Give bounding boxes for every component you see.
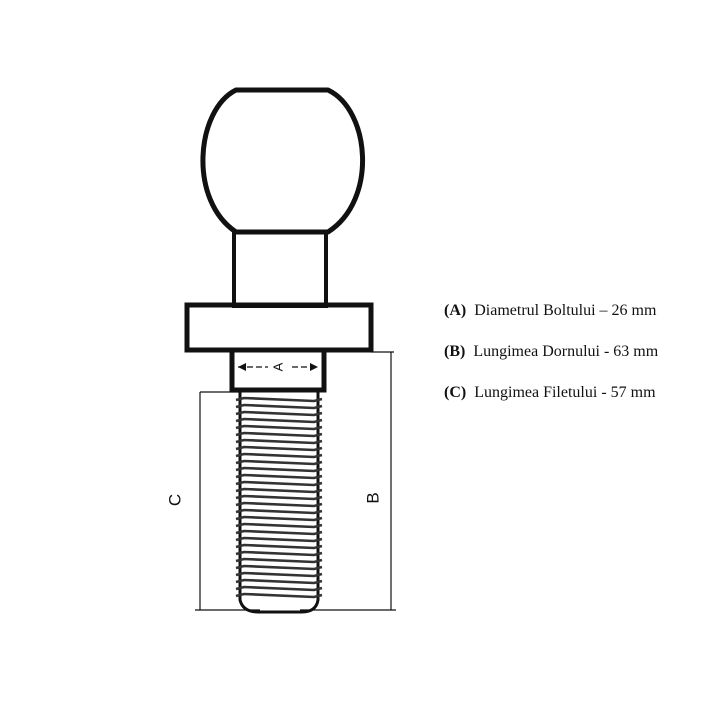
thread-ridge [235, 550, 323, 557]
ball-head [200, 87, 366, 235]
thread-ridge [235, 452, 323, 459]
neck [232, 230, 328, 308]
legend-key-c: (C) [444, 384, 467, 401]
thread-ridge [235, 480, 323, 487]
thread-ridge [235, 564, 323, 571]
thread-ridge [235, 396, 323, 403]
legend-key-b: (B) [444, 343, 466, 360]
legend-text-c: Lungimea Filetului - 57 mm [474, 384, 656, 401]
thread-ridge [235, 473, 323, 480]
thread-ridge [235, 522, 323, 529]
thread-ridge [235, 410, 323, 417]
thread-ridge [235, 515, 323, 522]
thread-ridge [235, 585, 323, 592]
thread-ridge [235, 438, 323, 445]
thread-ridge [235, 466, 323, 473]
thread-ridge [235, 536, 323, 543]
thread-ridge [235, 592, 323, 599]
thread-ridge [235, 431, 323, 438]
thread-ridge [235, 417, 323, 424]
legend-text-a: Diametrul Boltului – 26 mm [474, 302, 657, 319]
thread-ridge [235, 501, 323, 508]
thread-ridge [235, 571, 323, 578]
dimension-a [238, 358, 318, 376]
thread-ridge [235, 557, 323, 564]
thread-ridge [235, 529, 323, 536]
thread-ridge [235, 445, 323, 452]
dimension-c-label: C [165, 494, 184, 506]
legend-item-a: (A) Diametrul Boltului – 26 mm [444, 300, 658, 321]
legend-key-a: (A) [444, 302, 467, 319]
thread-ridge [235, 403, 323, 410]
thread-ridge [235, 424, 323, 431]
collar-flange [184, 302, 374, 353]
shank [229, 347, 327, 393]
thread-ridge [235, 578, 323, 585]
dimension-a-label: A [270, 362, 285, 371]
thread-ridge [235, 543, 323, 550]
legend: (A) Diametrul Boltului – 26 mm (B) Lungime… [444, 300, 658, 423]
thread-ridge [235, 487, 323, 494]
dimension-b [300, 351, 396, 611]
threaded-shaft [235, 392, 323, 614]
legend-text-b: Lungimea Dornului - 63 mm [473, 343, 659, 360]
thread-ridge [235, 459, 323, 466]
legend-item-b: (B) Lungimea Dornului - 63 mm [444, 341, 658, 362]
dimension-b-label: B [363, 492, 382, 503]
legend-item-c: (C) Lungimea Filetului - 57 mm [444, 382, 658, 403]
thread-ridge [235, 494, 323, 501]
dimension-c [195, 391, 260, 611]
thread-ridge [235, 508, 323, 515]
